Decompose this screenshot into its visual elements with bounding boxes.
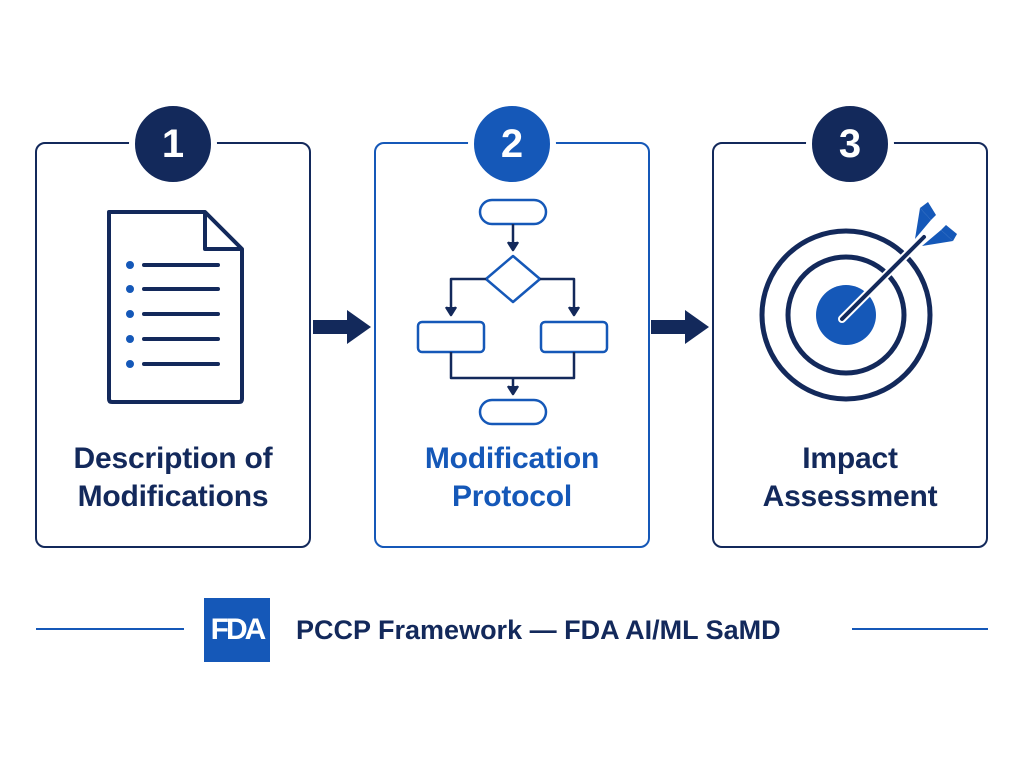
step-title-line: Modification bbox=[424, 442, 600, 475]
step-title-line: Impact bbox=[802, 442, 898, 475]
flowchart-icon bbox=[416, 198, 609, 426]
footer-title: PCCP Framework — FDA AI/ML SaMD bbox=[296, 615, 781, 645]
step-title-line: Assessment bbox=[762, 480, 938, 513]
footer-divider-right bbox=[852, 628, 988, 630]
right-arrow-icon bbox=[651, 310, 709, 344]
step-title: Impact Assessment bbox=[714, 440, 986, 516]
step-title-line: Protocol bbox=[451, 480, 573, 513]
step-title: Description of Modifications bbox=[37, 440, 309, 516]
fda-logo: FDA bbox=[204, 598, 270, 662]
step-card-description: Description of Modifications bbox=[35, 142, 311, 548]
target-arrow-icon bbox=[759, 202, 957, 402]
step-number-badge: 2 bbox=[468, 100, 556, 188]
step-title: Modification Protocol bbox=[376, 440, 648, 516]
step-title-line: Description of bbox=[73, 442, 273, 475]
step-number-badge: 3 bbox=[806, 100, 894, 188]
step-title-line: Modifications bbox=[77, 480, 269, 513]
step-card-protocol: Modification Protocol bbox=[374, 142, 650, 548]
document-list-icon bbox=[107, 210, 244, 404]
right-arrow-icon bbox=[313, 310, 371, 344]
step-number-badge: 1 bbox=[129, 100, 217, 188]
step-card-impact: Impact Assessment bbox=[712, 142, 988, 548]
footer-divider-left bbox=[36, 628, 184, 630]
